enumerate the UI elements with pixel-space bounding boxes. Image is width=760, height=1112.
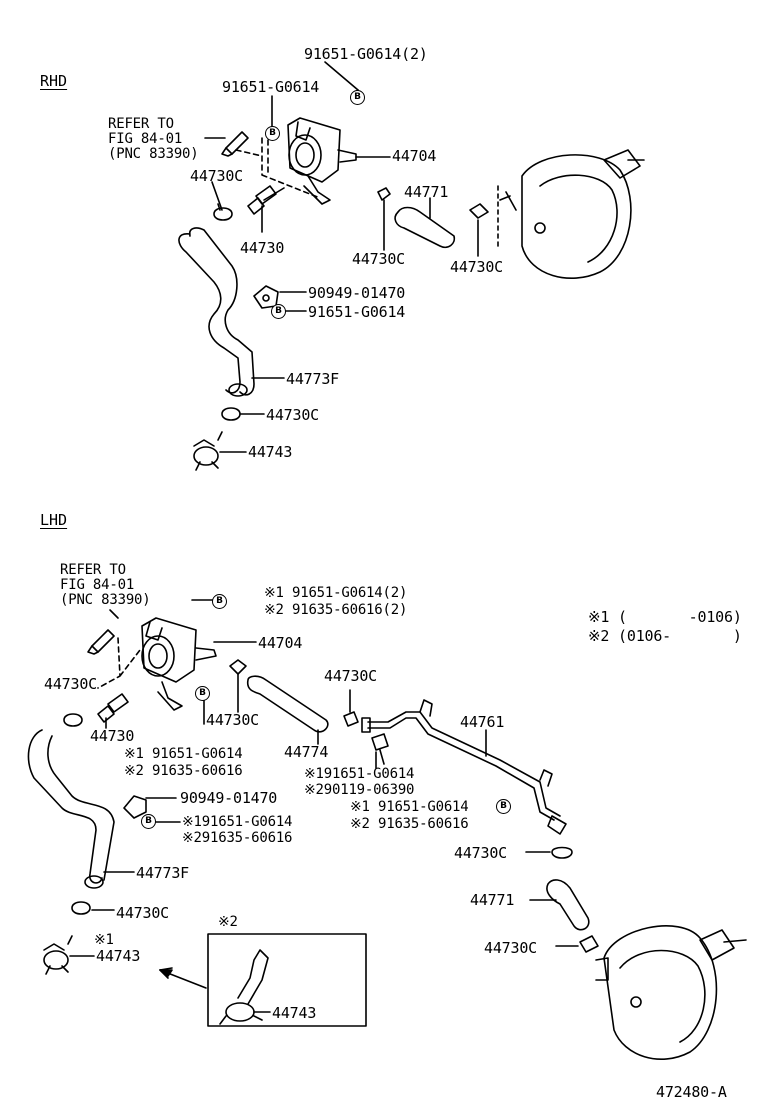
lhd-label-brk1: ※1 91651-G0614 xyxy=(124,746,243,762)
lhd-bolt xyxy=(371,733,389,765)
rhd-b-badge-low: B xyxy=(271,304,286,319)
rhd-label-44730c-d: 44730C xyxy=(266,406,319,424)
rhd-44704-filter xyxy=(287,117,357,205)
lhd-44771-hose xyxy=(546,879,590,931)
rhd-label-91651-low: 91651-G0614 xyxy=(308,303,406,321)
lhd-label-low1: ※191651-G0614 xyxy=(182,814,293,830)
rhd-label-44730: 44730 xyxy=(240,239,285,257)
lhd-label-44771: 44771 xyxy=(470,891,515,909)
inset-mark: ※2 xyxy=(218,914,238,930)
rhd-label-44704: 44704 xyxy=(392,147,437,165)
rhd-vsv-sensor xyxy=(221,131,249,157)
figure-id: 472480-A xyxy=(656,1083,727,1101)
lhd-label-44704: 44704 xyxy=(258,634,303,652)
rhd-label-44730c-c: 44730C xyxy=(450,258,503,276)
lhd-44774-hose xyxy=(246,675,329,733)
lhd-label-mid1: ※191651-G0614 xyxy=(304,766,415,782)
rhd-44773f-hose-b xyxy=(188,227,255,396)
section-lhd: LHD xyxy=(40,511,68,529)
lhd-label-mark1: ※1 xyxy=(94,932,114,948)
lhd-b-badge-right: B xyxy=(496,799,511,814)
rhd-44773f-hose-a xyxy=(178,233,241,394)
lhd-label-44743: 44743 xyxy=(96,947,141,965)
lhd-b-badge-bracket: B xyxy=(195,686,210,701)
lhd-label-top2: ※2 91635-60616(2) xyxy=(264,602,408,618)
rhd-refer-line3: (PNC 83390) xyxy=(108,146,199,162)
lhd-44730-fitting xyxy=(97,693,129,723)
rhd-label-44730c-a: 44730C xyxy=(190,167,243,185)
lhd-clamp-e xyxy=(551,846,573,859)
rhd-dashed-lines xyxy=(235,137,321,199)
rhd-label-44730c-b: 44730C xyxy=(352,250,405,268)
rhd-clamp-d xyxy=(221,407,241,421)
inset-frame xyxy=(207,933,367,1027)
lhd-label-right2: ※2 91635-60616 xyxy=(350,816,469,832)
lhd-label-44730c-a: 44730C xyxy=(44,675,97,693)
lhd-dashed-lines xyxy=(97,637,141,689)
rhd-leader-91651-top xyxy=(324,61,359,91)
rhd-label-90949: 90949-01470 xyxy=(308,284,406,302)
rhd-clip-b xyxy=(377,187,391,201)
lhd-clamp-f xyxy=(579,935,599,953)
lhd-label-44730c-c: 44730C xyxy=(324,667,377,685)
lhd-refer-line2: FIG 84-01 xyxy=(60,577,135,593)
rhd-label-44773f: 44773F xyxy=(286,370,339,388)
lhd-label-top1: ※1 91651-G0614(2) xyxy=(264,585,408,601)
lhd-label-low2: ※291635-60616 xyxy=(182,830,293,846)
lhd-label-44773f: 44773F xyxy=(136,864,189,882)
rhd-b-badge-top: B xyxy=(350,90,365,105)
lhd-refer-line3: (PNC 83390) xyxy=(60,592,151,608)
lhd-clip-b xyxy=(229,659,247,675)
rhd-label-44743: 44743 xyxy=(248,443,293,461)
rhd-refer-line2: FIG 84-01 xyxy=(108,131,183,147)
lhd-label-90949: 90949-01470 xyxy=(180,789,278,807)
lhd-clamp-a xyxy=(63,713,83,727)
rhd-brake-booster xyxy=(497,149,645,279)
lhd-vsv-sensor xyxy=(87,629,115,655)
lhd-44773f-hose-b xyxy=(47,735,115,881)
lhd-label-brk2: ※2 91635-60616 xyxy=(124,763,243,779)
lhd-brake-booster xyxy=(595,925,747,1061)
rhd-bracket-90949 xyxy=(253,285,279,309)
rhd-label-44771: 44771 xyxy=(404,183,449,201)
rhd-refer-line1: REFER TO xyxy=(108,116,174,132)
legend-row-2: ※2 (0106- ) xyxy=(588,627,742,645)
lhd-44773f-hose-a xyxy=(27,729,103,884)
lhd-44761-pipe xyxy=(361,699,567,835)
lhd-clip-c xyxy=(343,711,359,727)
lhd-label-44730c-b: 44730C xyxy=(206,711,259,729)
lhd-label-44730c-e: 44730C xyxy=(454,844,507,862)
lhd-label-44761: 44761 xyxy=(460,713,505,731)
rhd-b-badge-mid: B xyxy=(265,126,280,141)
lhd-b-badge-low: B xyxy=(141,814,156,829)
rhd-clip-c xyxy=(469,203,489,219)
lhd-b-badge-top: B xyxy=(212,594,227,609)
lhd-label-44730c-d: 44730C xyxy=(116,904,169,922)
rhd-label-91651-mid: 91651-G0614 xyxy=(222,78,320,96)
rhd-44730-fitting xyxy=(247,185,285,215)
lhd-label-44730: 44730 xyxy=(90,727,135,745)
inset-valve xyxy=(219,949,269,1025)
lhd-clamp-d xyxy=(71,901,91,915)
lhd-refer-leader xyxy=(109,609,119,619)
rhd-44743-valve xyxy=(193,431,223,471)
rhd-label-91651-top: 91651-G0614(2) xyxy=(304,45,428,63)
lhd-bracket-90949 xyxy=(123,795,147,819)
legend-row-1: ※1 ( -0106) xyxy=(588,608,742,626)
lhd-refer-line1: REFER TO xyxy=(60,562,126,578)
rhd-44771-hose xyxy=(394,206,456,249)
lhd-label-mid2: ※290119-06390 xyxy=(304,782,415,798)
lhd-44704-filter xyxy=(141,617,217,711)
lhd-44743-valve xyxy=(43,935,73,975)
rhd-clamp-a xyxy=(213,203,233,221)
lhd-label-right1: ※1 91651-G0614 xyxy=(350,799,469,815)
lhd-label-44774: 44774 xyxy=(284,743,329,761)
section-rhd: RHD xyxy=(40,72,68,90)
inset-label-44743: 44743 xyxy=(272,1004,317,1022)
lhd-label-44730c-f: 44730C xyxy=(484,939,537,957)
